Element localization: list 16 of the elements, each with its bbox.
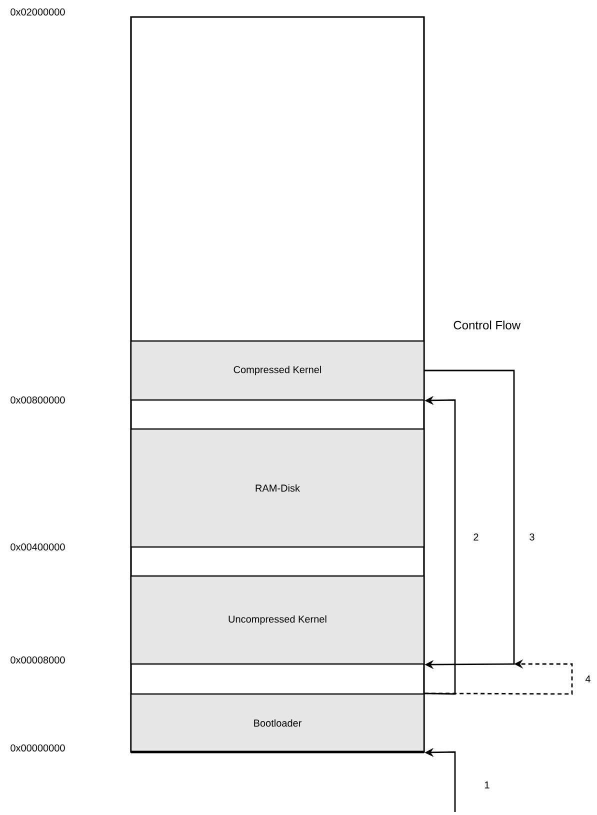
memory-map-box xyxy=(130,16,425,753)
arrow xyxy=(424,370,515,670)
memory-region-box: Bootloader xyxy=(130,693,425,753)
edge-label: 3 xyxy=(528,532,536,542)
address-label: 0x00800000 xyxy=(10,396,65,404)
address-label: 0x02000000 xyxy=(10,8,65,16)
edge-label: 4 xyxy=(584,674,592,684)
memory-region-box: RAM-Disk xyxy=(130,428,425,548)
address-label: 0x00000000 xyxy=(10,744,65,752)
memory-region-box: Uncompressed Kernel xyxy=(130,575,425,665)
address-label: 0x00400000 xyxy=(10,543,65,551)
address-label: 0x00008000 xyxy=(10,656,65,664)
memory-region-box: Compressed Kernel xyxy=(130,340,425,401)
heading: Control Flow xyxy=(454,320,521,330)
edge-label: 1 xyxy=(483,780,491,790)
edge-label: 2 xyxy=(472,532,480,542)
